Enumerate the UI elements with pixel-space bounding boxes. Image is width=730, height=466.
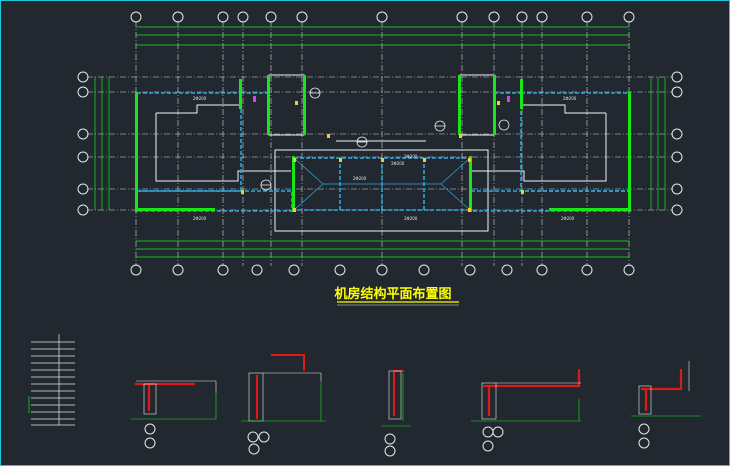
section-details [131,354,701,427]
column [293,158,296,162]
axis-bubble [217,264,229,276]
axis-bubble [376,11,388,23]
beam-label: 2Φ200 [563,96,577,101]
axis-bubble [464,264,476,276]
column [521,190,524,194]
axis-bubble [501,264,513,276]
axis-bubbles [77,11,683,276]
beam-label: 2Φ200 [404,216,418,221]
axis-bubble [130,11,142,23]
column [459,134,462,138]
stair-markers [253,96,510,102]
axis-bubble [334,264,346,276]
axis-bubble [376,264,388,276]
axis-bubble [482,426,494,438]
axis-bubble [237,11,249,23]
axis-bubble [638,423,650,435]
shear-walls [135,75,631,212]
axis-bubble [77,183,89,195]
drawing-title: 机房结构平面布置图 [334,286,451,302]
axis-bubble [671,86,683,98]
columns [241,101,524,212]
axis-bubble [623,11,635,23]
stair-section [28,334,75,426]
column [497,101,500,105]
axis-bubble [488,11,500,23]
axis-bubble [581,264,593,276]
axis-bubble [536,11,548,23]
axis-bubble [482,440,494,452]
column [468,208,471,212]
axis-bubble [492,426,504,438]
axis-bubble [288,264,300,276]
roof-slope-lines [293,157,471,211]
axis-bubble [671,204,683,216]
column [339,158,342,162]
column [241,190,244,194]
section-symbols [260,87,510,191]
column [423,158,426,162]
axis-bubble [384,433,396,445]
axis-bubble [265,11,277,23]
beam-label: 2Φ200 [193,216,207,221]
axis-bubble [130,264,142,276]
axis-bubble [536,264,548,276]
beam-label: 2Φ200 [404,154,418,159]
axis-bubble [581,11,593,23]
axis-bubble [247,431,259,443]
axis-grid [87,21,673,266]
axis-bubble [172,264,184,276]
column [381,158,384,162]
beam-label: 2Φ200 [561,216,575,221]
axis-bubble [623,264,635,276]
beam-label: 2Φ200 [193,96,207,101]
column [293,208,296,212]
axis-bubble [144,437,156,449]
axis-bubble [77,86,89,98]
dimension-lines [94,26,666,258]
axis-bubble [77,204,89,216]
axis-bubble [456,11,468,23]
axis-bubble [671,151,683,163]
axis-bubble [638,437,650,449]
column [468,158,471,162]
axis-bubble [671,71,683,83]
beam-label: 2Φ200 [391,161,405,166]
axis-bubble [172,11,184,23]
axis-bubble [296,11,308,23]
column [295,101,298,105]
axis-bubble [77,128,89,140]
axis-bubble [516,11,528,23]
section-axis-bubbles [144,423,650,457]
axis-bubble [671,128,683,140]
axis-bubble [77,71,89,83]
axis-bubble [384,445,396,457]
axis-bubble [217,11,229,23]
beam-label: 2Φ200 [353,176,367,181]
axis-bubble [418,264,430,276]
beam-layout [136,92,630,212]
axis-bubble [258,431,270,443]
axis-bubble [77,151,89,163]
column [327,134,330,138]
axis-bubble [671,183,683,195]
axis-bubble [251,264,263,276]
axis-bubble [248,443,260,455]
axis-bubble [144,423,156,435]
beam-labels: 2Φ200 2Φ200 2Φ200 2Φ200 2Φ200 2Φ200 2Φ20… [193,96,577,221]
wall-outlines [155,74,607,232]
